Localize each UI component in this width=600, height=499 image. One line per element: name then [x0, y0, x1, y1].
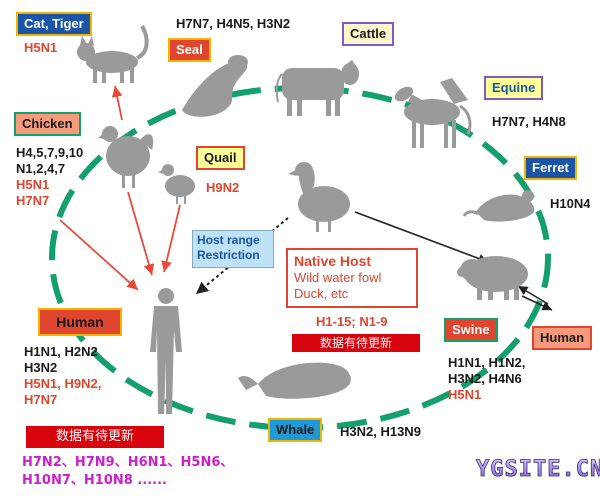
chicken-silhouette — [98, 126, 154, 188]
subtypes-equine: H7N7, H4N8 — [492, 114, 566, 129]
label-human-right: Human — [532, 326, 593, 350]
label-cat-tiger: Cat, Tiger — [16, 12, 92, 36]
subtypes-chicken-line-3: H5N1 — [16, 177, 50, 192]
equine-silhouette — [394, 78, 472, 148]
whale-silhouette — [238, 362, 351, 399]
label-human: Human — [38, 308, 122, 336]
subtypes-human-line-2: H3N2 — [24, 360, 58, 375]
label-quail: Quail — [196, 146, 245, 170]
label-seal: Seal — [168, 38, 211, 62]
arrow-chicken-to-human — [127, 191, 155, 276]
subtypes-human-line-1: H1N1, H2N2 — [24, 344, 98, 359]
subtypes-chicken-line-1: H4,5,7,9,10 — [16, 145, 84, 160]
host-range-line-2: Restriction — [197, 248, 260, 262]
subtypes-swine-line-2: H3N2, H4N6 — [448, 371, 522, 386]
arrow-chicken-to-cat — [111, 85, 123, 121]
arrow-swine-to-human — [521, 295, 553, 311]
label-ferret: Ferret — [524, 156, 577, 180]
native-host-title: Native Host — [294, 253, 372, 269]
subtypes-chicken-line-2: N1,2,4,7 — [16, 161, 66, 176]
pending-subtypes: H7N2、H7N9、H6N1、H5N6、 H10N7、H10N8 ...... — [22, 454, 233, 490]
subtypes-swine-line-3: H5N1 — [448, 387, 482, 402]
duck-silhouette — [288, 162, 350, 232]
subtypes-quail: H9N2 — [206, 180, 240, 195]
ferret-silhouette — [462, 190, 535, 222]
subtypes-swine: H1N1, H1N2, H3N2, H4N6 H5N1 — [448, 355, 525, 403]
pending-subtypes-line-2: H10N7、H10N8 ...... — [22, 473, 167, 488]
human-silhouette — [150, 288, 182, 414]
pending-update-badge-native: 数据有待更新 — [292, 334, 420, 352]
arrow-quail-to-human — [161, 204, 181, 273]
subtypes-whale: H3N2, H13N9 — [340, 424, 421, 439]
cattle-silhouette — [275, 60, 359, 116]
label-chicken: Chicken — [14, 112, 81, 136]
subtypes-human-line-4: H7N7 — [24, 392, 58, 407]
native-host-line-1: Wild water fowl — [294, 270, 382, 285]
quail-silhouette — [158, 164, 195, 204]
native-host-box: Native Host Wild water fowl Duck, etc — [286, 248, 418, 308]
label-equine: Equine — [484, 76, 544, 100]
subtypes-cat-tiger: H5N1 — [24, 40, 58, 55]
subtypes-ferret: H10N4 — [550, 196, 591, 211]
watermark: YGSITE.CN — [476, 457, 600, 482]
swine-silhouette — [457, 256, 528, 300]
pending-update-badge: 数据有待更新 — [26, 426, 164, 448]
subtypes-human: H1N1, H2N2 H3N2 H5N1, H9N2, H7N7 — [24, 344, 101, 408]
seal-silhouette — [182, 55, 248, 117]
label-swine: Swine — [444, 318, 498, 342]
native-host-subtypes: H1-15; N1-9 — [316, 314, 388, 329]
arrow-human-to-swine — [517, 285, 549, 305]
subtypes-seal: H7N7, H4N5, H3N2 — [176, 16, 291, 31]
subtypes-human-line-3: H5N1, H9N2, — [24, 376, 102, 391]
subtypes-swine-line-1: H1N1, H1N2, — [448, 355, 526, 370]
host-range-restriction-box: Host range Restriction — [192, 230, 274, 268]
native-host-line-2: Duck, etc — [294, 286, 349, 301]
subtypes-chicken: H4,5,7,9,10 N1,2,4,7 H5N1 H7N7 — [16, 145, 83, 209]
pending-subtypes-line-1: H7N2、H7N9、H6N1、H5N6、 — [22, 455, 234, 470]
host-range-line-1: Host range — [197, 233, 260, 247]
subtypes-chicken-line-4: H7N7 — [16, 193, 50, 208]
label-cattle: Cattle — [342, 22, 395, 46]
cat-silhouette — [77, 24, 149, 83]
label-whale: Whale — [268, 418, 323, 442]
arrow-chicken-down-to-human — [59, 219, 139, 291]
arrow-duck-to-swine — [354, 211, 489, 264]
